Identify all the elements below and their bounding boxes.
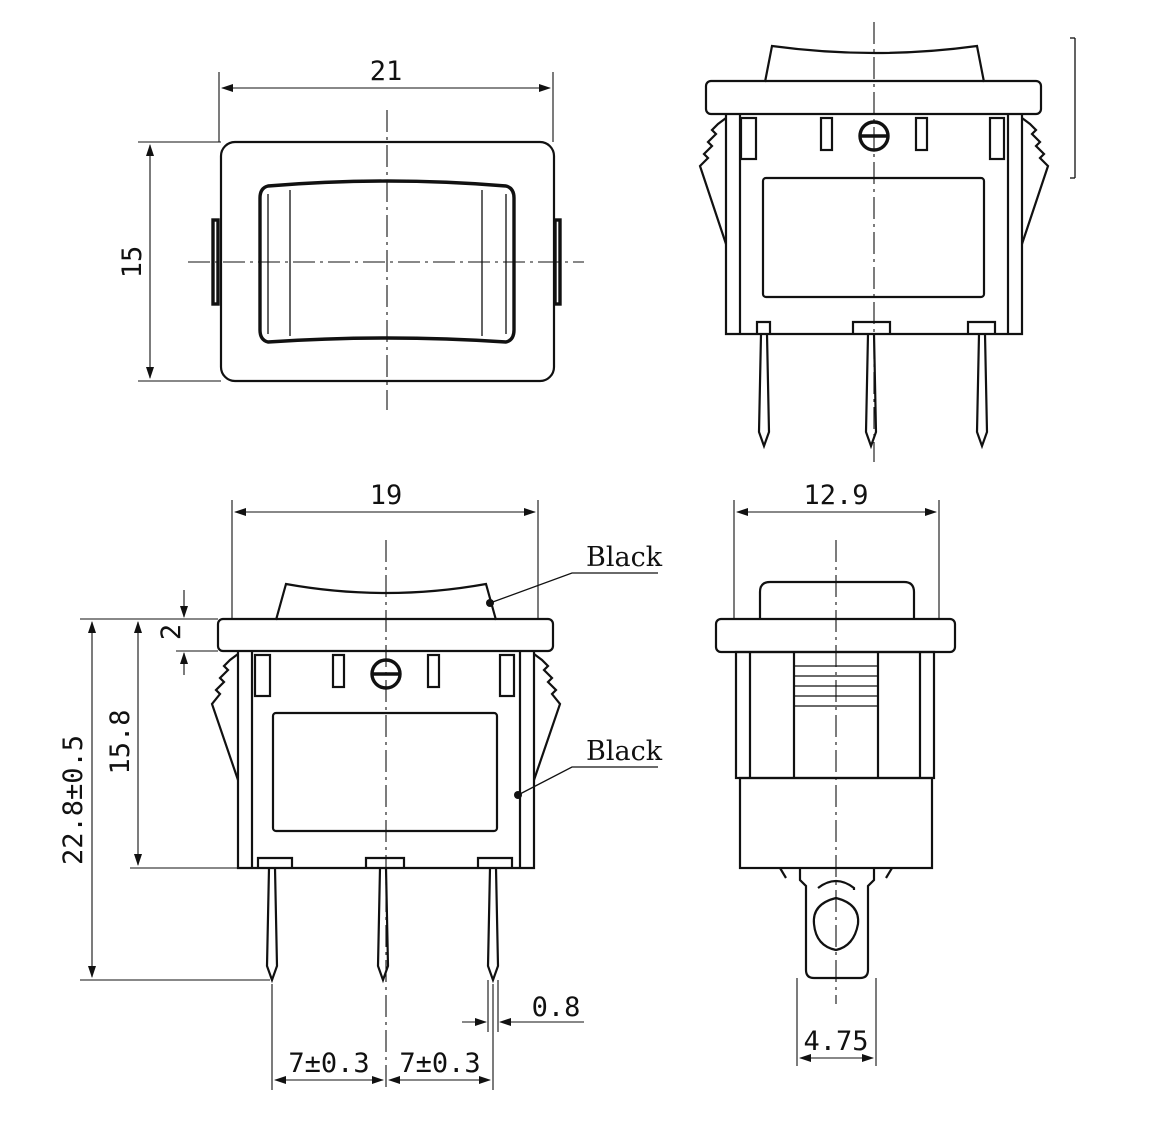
front-window	[271, 711, 499, 833]
label-housing-color: Black	[586, 736, 663, 767]
label-actuator-color: Black	[586, 542, 663, 573]
front-pins	[256, 856, 514, 984]
side-terminal	[798, 868, 876, 980]
upper-pins	[755, 320, 997, 450]
dim-total-height: 22.8±0.5	[58, 735, 89, 865]
dim-pitch-right: 7±0.3	[399, 1048, 480, 1079]
upper-bezel	[704, 79, 1043, 116]
front-view-upper	[698, 22, 1076, 462]
side-actuator	[758, 580, 916, 620]
upper-right-clip	[1020, 117, 1050, 245]
dim-pitch-left: 7±0.3	[288, 1048, 369, 1079]
front-view: 19 2 15.8 22.8±0.5 0.8 7±0.3 7±0.3 B	[58, 480, 663, 1090]
dim-top-width: 21	[370, 56, 403, 87]
dim-pin-thickness: 0.8	[532, 992, 581, 1023]
front-left-clip	[210, 653, 240, 781]
dim-top-height: 15	[117, 246, 148, 279]
front-right-clip	[532, 653, 562, 781]
top-view-rocker	[258, 179, 516, 344]
upper-actuator	[763, 44, 986, 83]
dim-actuator-height: 2	[156, 624, 187, 640]
side-view: 12.9 4.75	[714, 480, 957, 1066]
side-terminal-hole	[812, 896, 860, 952]
dim-side-depth: 12.9	[803, 480, 868, 511]
dim-terminal-width: 4.75	[803, 1026, 868, 1057]
side-upper-body	[734, 650, 936, 780]
upper-left-clip	[698, 117, 728, 245]
dim-front-width: 19	[370, 480, 403, 511]
top-view: 21 15	[117, 56, 584, 410]
dim-body-height: 15.8	[105, 709, 136, 774]
